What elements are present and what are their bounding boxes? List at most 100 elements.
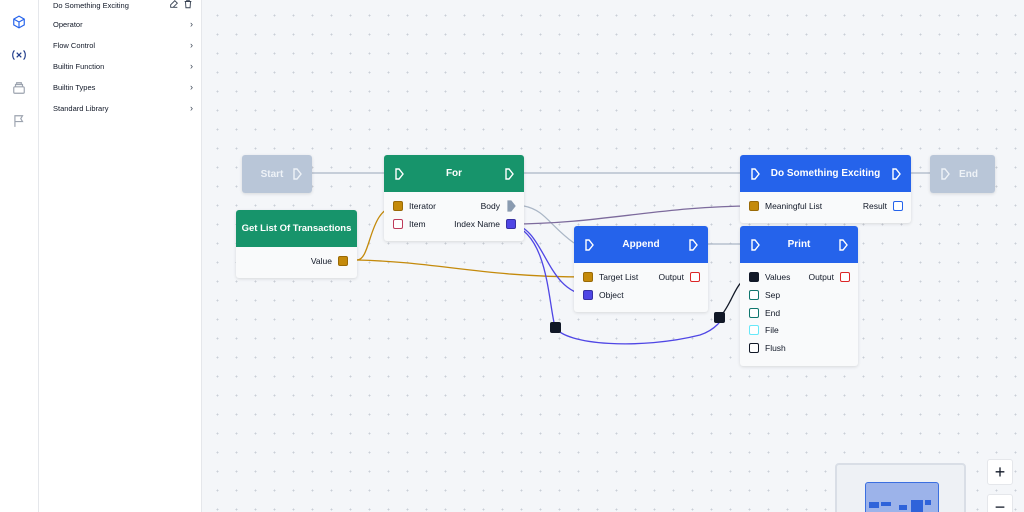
node-title: For bbox=[445, 168, 463, 179]
trash-icon[interactable] bbox=[183, 0, 193, 14]
node-title: Do Something Exciting bbox=[770, 168, 881, 179]
reroute-knot[interactable] bbox=[550, 322, 561, 333]
node-header: Start bbox=[242, 155, 312, 193]
sidebar-item-standard-library[interactable]: Standard Library › bbox=[53, 101, 193, 115]
output-pin[interactable] bbox=[840, 272, 850, 282]
object-pin[interactable] bbox=[583, 290, 593, 300]
target-list-pin[interactable] bbox=[583, 272, 593, 282]
pin-label: Object bbox=[599, 290, 624, 300]
pin-row-index-name: Index Name bbox=[454, 217, 516, 231]
pin-label: Values bbox=[765, 272, 791, 282]
minimap-node bbox=[911, 500, 923, 512]
flush-pin[interactable] bbox=[749, 343, 759, 353]
node-do-something-exciting[interactable]: Do Something Exciting Meaningful List Re… bbox=[740, 155, 911, 223]
chevron-right-icon: › bbox=[190, 40, 193, 50]
pin-row-value: Value bbox=[311, 254, 348, 268]
pin-row-file: File bbox=[749, 323, 779, 337]
node-header: Append bbox=[574, 226, 708, 263]
sidebar-item-builtin-function[interactable]: Builtin Function › bbox=[53, 59, 193, 73]
sidebar-item-label: Builtin Function bbox=[53, 61, 105, 71]
sidebar-item-operator[interactable]: Operator › bbox=[53, 17, 193, 31]
reroute-knot[interactable] bbox=[714, 312, 725, 323]
minimap-node bbox=[869, 502, 879, 508]
chevron-right-icon: › bbox=[190, 61, 193, 71]
pin-row-body: Body bbox=[481, 199, 516, 213]
variable-icon[interactable] bbox=[9, 45, 29, 65]
pin-label: Meaningful List bbox=[765, 201, 823, 211]
edit-icon[interactable] bbox=[169, 0, 179, 14]
node-title: Append bbox=[622, 239, 660, 250]
exec-out-pin-icon[interactable] bbox=[504, 167, 514, 180]
zoom-out-button[interactable]: − bbox=[987, 494, 1013, 512]
chevron-right-icon: › bbox=[190, 82, 193, 92]
pin-label: Output bbox=[658, 272, 684, 282]
minus-icon: − bbox=[994, 496, 1006, 512]
node-for[interactable]: For Iterator Item Body Index Name bbox=[384, 155, 524, 241]
node-end[interactable]: End bbox=[930, 155, 995, 193]
zoom-in-button[interactable]: + bbox=[987, 459, 1013, 485]
sidebar-item-label: Operator bbox=[53, 19, 83, 29]
node-title: Start bbox=[260, 168, 284, 180]
exec-out-pin-icon[interactable] bbox=[292, 168, 302, 180]
end-pin[interactable] bbox=[749, 308, 759, 318]
exec-in-pin-icon[interactable] bbox=[750, 238, 760, 251]
node-start[interactable]: Start bbox=[242, 155, 312, 193]
chevron-right-icon: › bbox=[190, 103, 193, 113]
node-append[interactable]: Append Target List Object Output bbox=[574, 226, 708, 312]
exec-in-pin-icon[interactable] bbox=[940, 168, 950, 180]
pin-row-end: End bbox=[749, 306, 780, 320]
sidebar-item-builtin-types[interactable]: Builtin Types › bbox=[53, 80, 193, 94]
node-print[interactable]: Print Values Sep End File Flush Output bbox=[740, 226, 858, 366]
flag-icon[interactable] bbox=[9, 111, 29, 131]
exec-in-pin-icon[interactable] bbox=[584, 238, 594, 251]
pin-row-item: Item bbox=[393, 217, 426, 231]
sidebar: Do Something Exciting Operator › Flow Co… bbox=[39, 0, 202, 512]
pin-label: Iterator bbox=[409, 201, 436, 211]
item-pin[interactable] bbox=[393, 219, 403, 229]
pin-label: Target List bbox=[599, 272, 639, 282]
pin-row-object: Object bbox=[583, 288, 624, 302]
iterator-pin[interactable] bbox=[393, 201, 403, 211]
node-title: End bbox=[959, 168, 978, 180]
minimap[interactable] bbox=[835, 463, 966, 512]
pin-row-output: Output bbox=[658, 270, 700, 284]
sidebar-item-label: Builtin Types bbox=[53, 82, 96, 92]
sep-pin[interactable] bbox=[749, 290, 759, 300]
pin-label: Index Name bbox=[454, 219, 500, 229]
sidebar-item-label: Standard Library bbox=[53, 103, 109, 113]
node-header: Do Something Exciting bbox=[740, 155, 911, 192]
cube-icon[interactable] bbox=[9, 12, 29, 32]
pin-label: Sep bbox=[765, 290, 781, 300]
exec-in-pin-icon[interactable] bbox=[750, 167, 760, 180]
index-name-pin[interactable] bbox=[506, 219, 516, 229]
result-pin[interactable] bbox=[893, 201, 903, 211]
exec-out-pin-icon[interactable] bbox=[506, 200, 516, 212]
output-pin[interactable] bbox=[690, 272, 700, 282]
stack-icon[interactable] bbox=[9, 78, 29, 98]
pin-row-result: Result bbox=[863, 199, 903, 213]
pin-label: Result bbox=[862, 201, 887, 211]
exec-out-pin-icon[interactable] bbox=[688, 238, 698, 251]
values-pin[interactable] bbox=[749, 272, 759, 282]
sidebar-item-do-something-exciting[interactable]: Do Something Exciting bbox=[53, 0, 193, 13]
sidebar-item-flow-control[interactable]: Flow Control › bbox=[53, 38, 193, 52]
value-pin[interactable] bbox=[338, 256, 348, 266]
minimap-node bbox=[899, 505, 907, 510]
exec-out-pin-icon[interactable] bbox=[838, 238, 848, 251]
sidebar-item-label: Do Something Exciting bbox=[53, 0, 129, 10]
pin-row-flush: Flush bbox=[749, 341, 786, 355]
pin-label: Flush bbox=[765, 343, 786, 353]
exec-out-pin-icon[interactable] bbox=[891, 167, 901, 180]
node-get-list-of-transactions[interactable]: Get List Of Transactions Value bbox=[236, 210, 357, 278]
pin-label: Item bbox=[409, 219, 426, 229]
exec-in-pin-icon[interactable] bbox=[394, 167, 404, 180]
minimap-node bbox=[881, 502, 891, 506]
node-header: Get List Of Transactions bbox=[236, 210, 357, 247]
pin-row-meaningful-list: Meaningful List bbox=[749, 199, 822, 213]
sidebar-item-label: Flow Control bbox=[53, 40, 96, 50]
chevron-right-icon: › bbox=[190, 19, 193, 29]
icon-rail bbox=[0, 0, 39, 512]
pin-label: Value bbox=[310, 256, 332, 266]
meaningful-list-pin[interactable] bbox=[749, 201, 759, 211]
file-pin[interactable] bbox=[749, 325, 759, 335]
